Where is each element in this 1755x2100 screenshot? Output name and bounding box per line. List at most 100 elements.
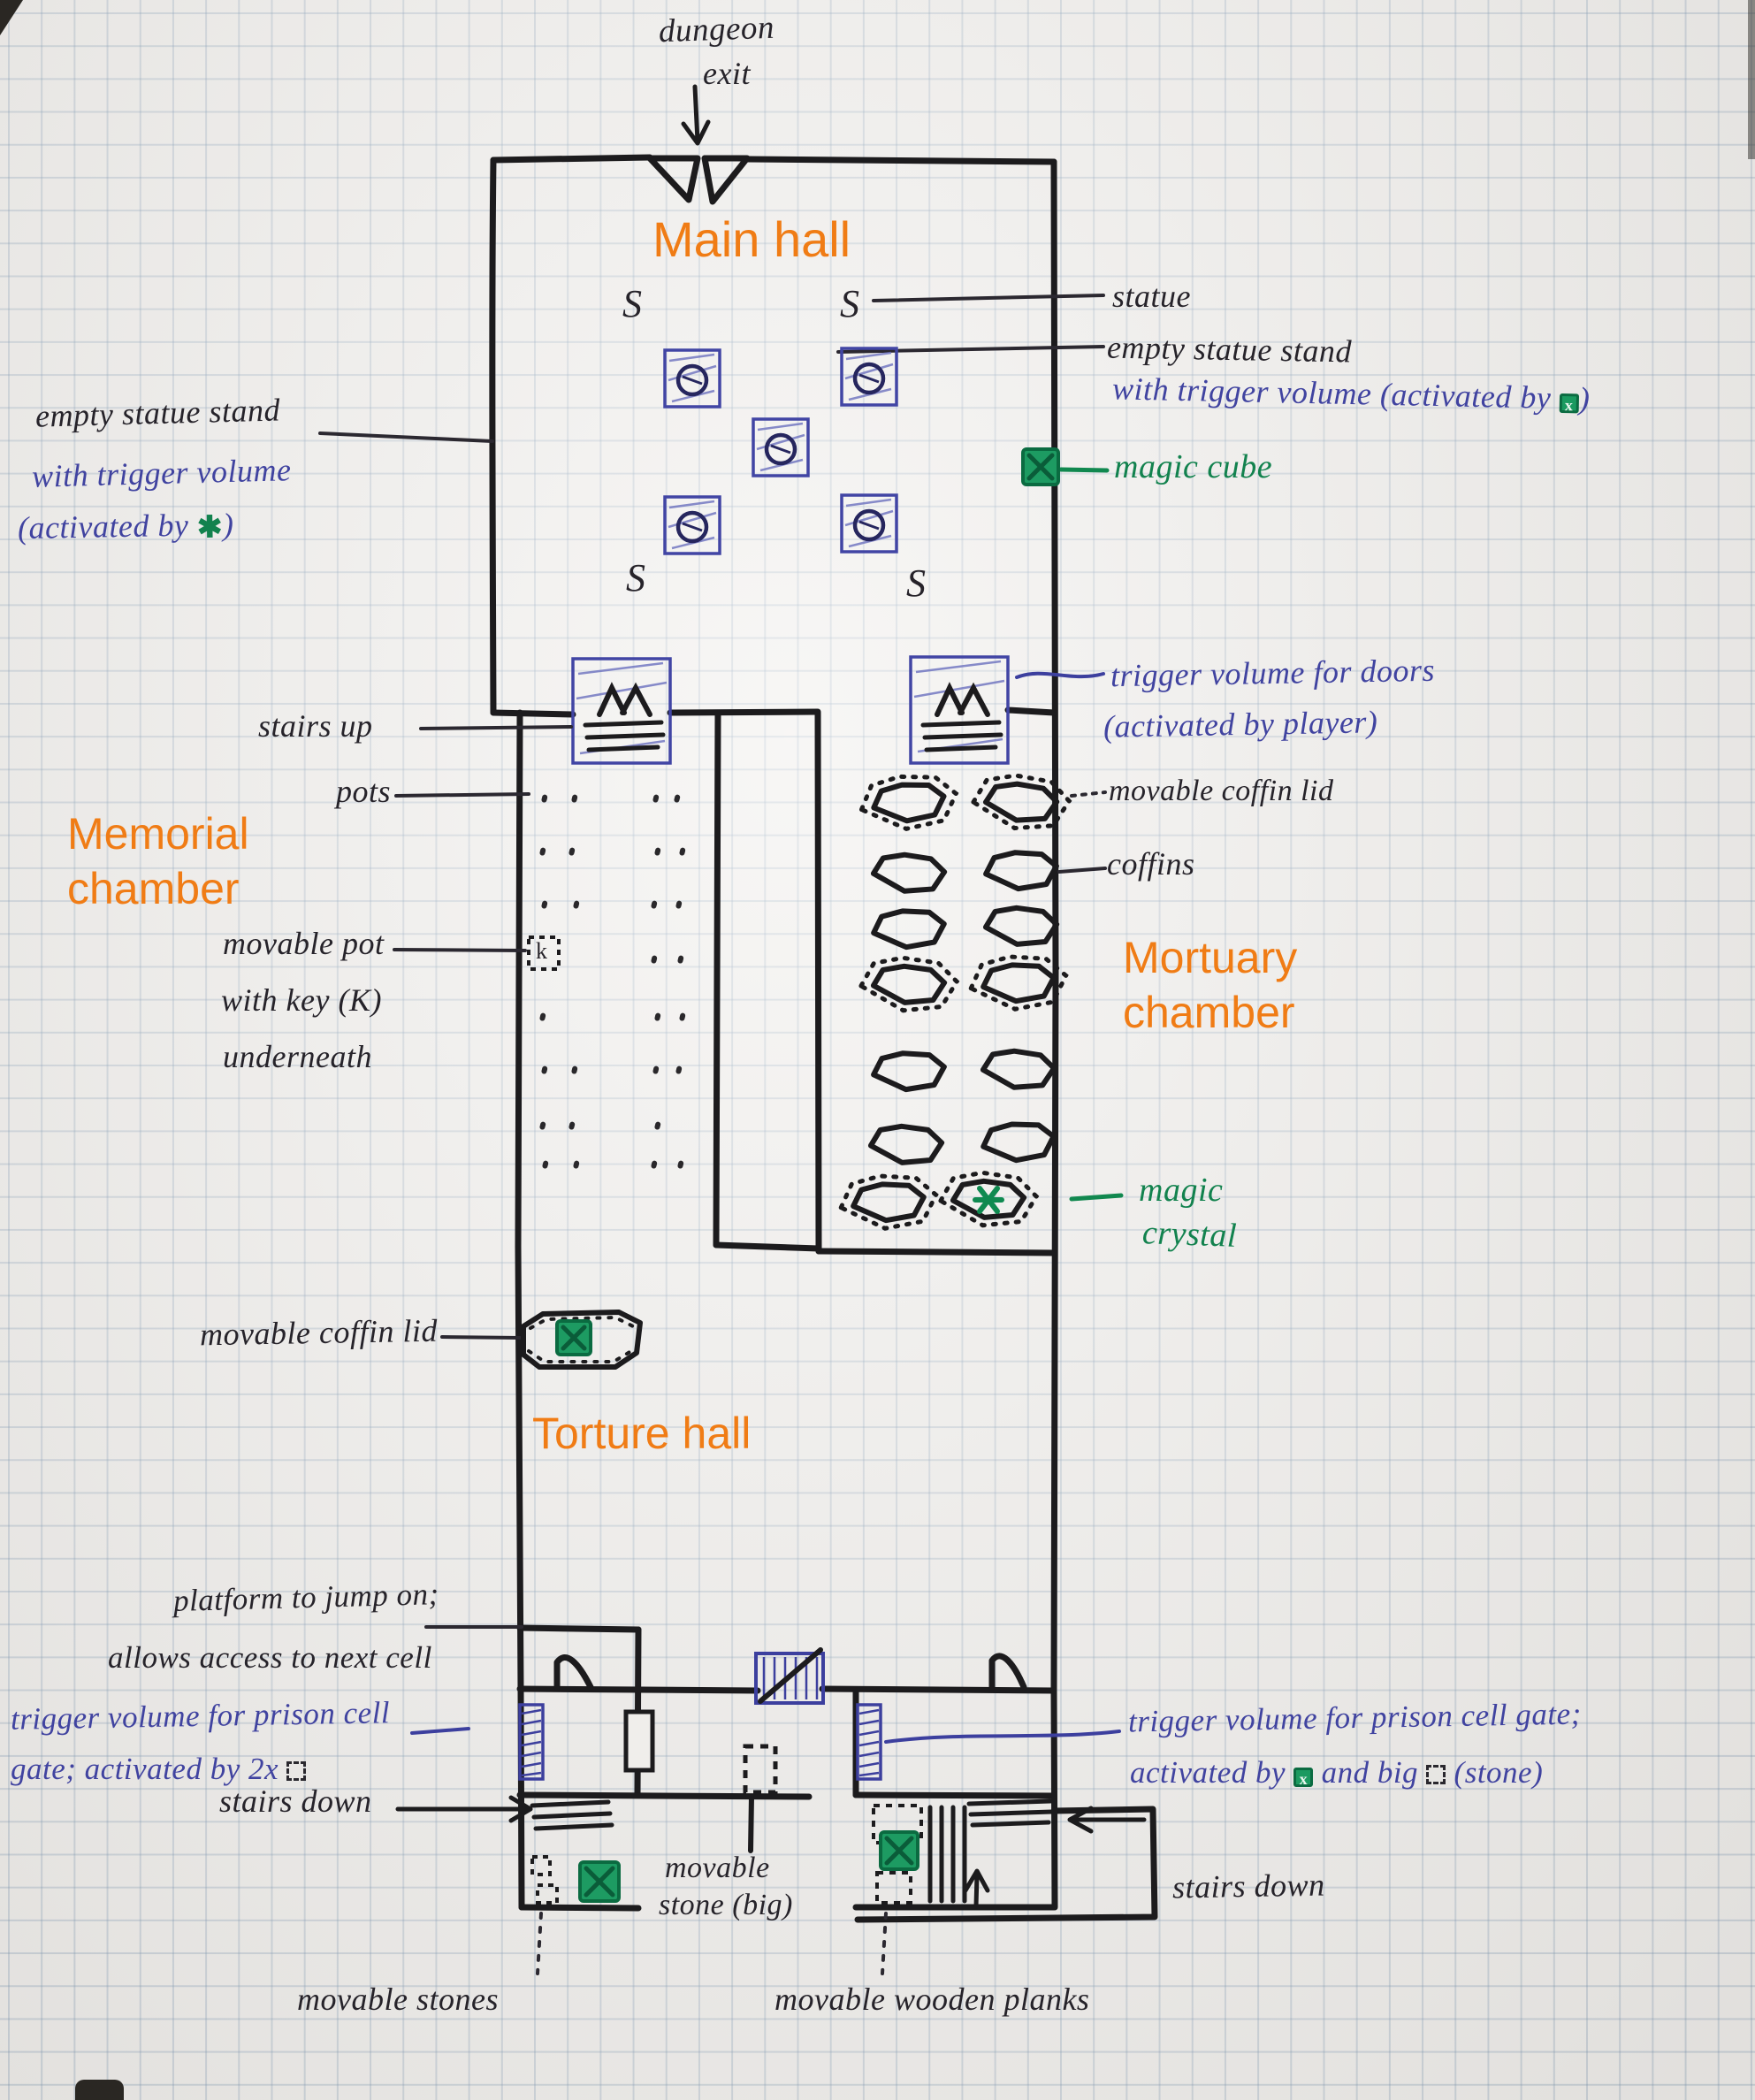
- pot-dot: [679, 1012, 686, 1021]
- stairs-up-label: stairs up: [258, 708, 373, 744]
- movable-stones-small: [530, 1855, 559, 1905]
- pot-dot: [539, 847, 546, 856]
- coffin: [982, 905, 1060, 947]
- prison-cell-gate-trigger-right: [856, 1703, 882, 1781]
- movable-pot-label: underneath: [223, 1039, 372, 1074]
- magic-crystal-star-icon: [973, 1186, 1004, 1214]
- pot-dot: [542, 1160, 549, 1169]
- coffin-movable-lid: [967, 954, 1069, 1012]
- pots-label: pots: [336, 774, 392, 809]
- room-title-torture-hall: Torture hall: [532, 1409, 752, 1458]
- magic-cube-icons: [555, 447, 1060, 1903]
- movable-wooden-planks: [872, 1804, 967, 1905]
- statue-mark: S: [840, 282, 859, 325]
- statue-mark: S: [906, 561, 926, 605]
- trigger-volume-doors-label: (activated by player): [1103, 704, 1378, 745]
- magic-cube-icon: [555, 1319, 592, 1356]
- coffin: [871, 1050, 947, 1093]
- trigger-prison-left-label: trigger volume for prison cell: [10, 1695, 391, 1737]
- photo-corner-artifact: [75, 2080, 124, 2100]
- stair-hatch: [920, 720, 1003, 752]
- pot-dot: [654, 847, 661, 856]
- movable-wooden-planks-label: movable wooden planks: [774, 1982, 1090, 2017]
- empty-statue-stand: [663, 495, 721, 555]
- green-leaders: [1058, 467, 1124, 1202]
- stairs-down-right-label: stairs down: [1171, 1867, 1325, 1905]
- stairs-down-left-arrow: [395, 1795, 533, 1823]
- coffin-movable-lid: [858, 774, 959, 831]
- dungeon-exit-label: dungeon: [658, 9, 775, 50]
- movable-coffin-lid-shape: [521, 1310, 643, 1370]
- movable-coffin-lid-label: movable coffin lid: [1109, 775, 1334, 807]
- empty-statue-stand: [840, 347, 898, 407]
- key-mark: k: [536, 938, 548, 964]
- pot-dot: [675, 1065, 683, 1074]
- coffin: [870, 851, 948, 894]
- platform-shape: [988, 1653, 1027, 1691]
- stairs-down-hatches: [530, 1798, 1055, 1831]
- dungeon-exit-arrow: [681, 84, 711, 146]
- magic-crystal-label: crystal: [1141, 1214, 1238, 1255]
- coffin-movable-lid: [858, 955, 960, 1013]
- empty-statue-stand-left-label: empty statue stand: [34, 392, 281, 434]
- stair-hatch: [583, 720, 666, 752]
- cell-passage-door: [623, 1709, 655, 1773]
- magic-crystal-label: magic: [1139, 1172, 1224, 1209]
- pot-dot: [679, 847, 686, 856]
- pot-dot: [539, 1121, 546, 1130]
- magic-cube-icon: x: [1559, 393, 1579, 414]
- movable-pot-label: with key (K): [221, 982, 382, 1018]
- movable-stone-big: [743, 1744, 778, 1795]
- stone-icon: [1426, 1765, 1446, 1784]
- platform-shape: [553, 1654, 594, 1691]
- blue-leaders: [410, 671, 1121, 1744]
- pot-dot: [541, 900, 548, 909]
- magic-cube-label: magic cube: [1114, 448, 1273, 485]
- corridor-left-arrow: [1067, 1806, 1147, 1834]
- pot-dot: [541, 794, 548, 803]
- platform-label: allows access to next cell: [108, 1640, 432, 1675]
- movable-stones-label: movable stones: [297, 1982, 499, 2017]
- movable-coffin-lid-torture-label: movable coffin lid: [199, 1312, 439, 1353]
- pot-dot: [654, 1012, 661, 1021]
- pot-dot: [571, 1065, 578, 1074]
- magic-star-icon: ✱: [196, 511, 224, 545]
- stairs-up-right-trigger-volume: [909, 655, 1010, 765]
- pot-dot: [677, 955, 684, 964]
- trigger-volume-doors-label: trigger volume for doors: [1110, 652, 1436, 694]
- coffin: [983, 850, 1059, 892]
- pot-dot: [568, 1121, 576, 1130]
- coffin-rows: [837, 773, 1072, 1231]
- movable-pot-with-key: [527, 935, 561, 971]
- coffin-movable-lid: [970, 773, 1072, 831]
- pot-dot: [652, 794, 660, 803]
- movable-stone-big-label: stone (big): [659, 1889, 793, 1921]
- coffin-movable-lid: [837, 1173, 939, 1231]
- pot-dot: [541, 1065, 548, 1074]
- pot-dot: [651, 900, 658, 909]
- platform-label: platform to jump on;: [172, 1577, 440, 1618]
- statue-mark: S: [622, 282, 642, 325]
- pot-dot: [654, 1121, 661, 1130]
- coffin-movable-lid: [937, 1170, 1040, 1228]
- door-arch: [935, 682, 990, 717]
- pot-dot: [677, 1160, 684, 1169]
- magic-cube-icon: [879, 1830, 919, 1871]
- empty-statue-stand: [840, 493, 898, 554]
- walls: [489, 154, 1158, 1923]
- stairs-down-left-label: stairs down: [219, 1783, 372, 1819]
- movable-stone-big-label: movable: [665, 1852, 770, 1884]
- coffin: [871, 908, 947, 951]
- trigger-prison-left-label: gate; activated by 2x: [11, 1752, 307, 1787]
- magic-cube-icon: x: [1293, 1768, 1314, 1788]
- pot-dot: [674, 794, 681, 803]
- pot-dot: [539, 1012, 546, 1021]
- pot-dot: [573, 900, 580, 909]
- coffin: [981, 1121, 1057, 1164]
- prison-cell-gate-middle: [754, 1647, 825, 1705]
- pot-dot: [675, 900, 683, 909]
- coffin: [867, 1123, 945, 1165]
